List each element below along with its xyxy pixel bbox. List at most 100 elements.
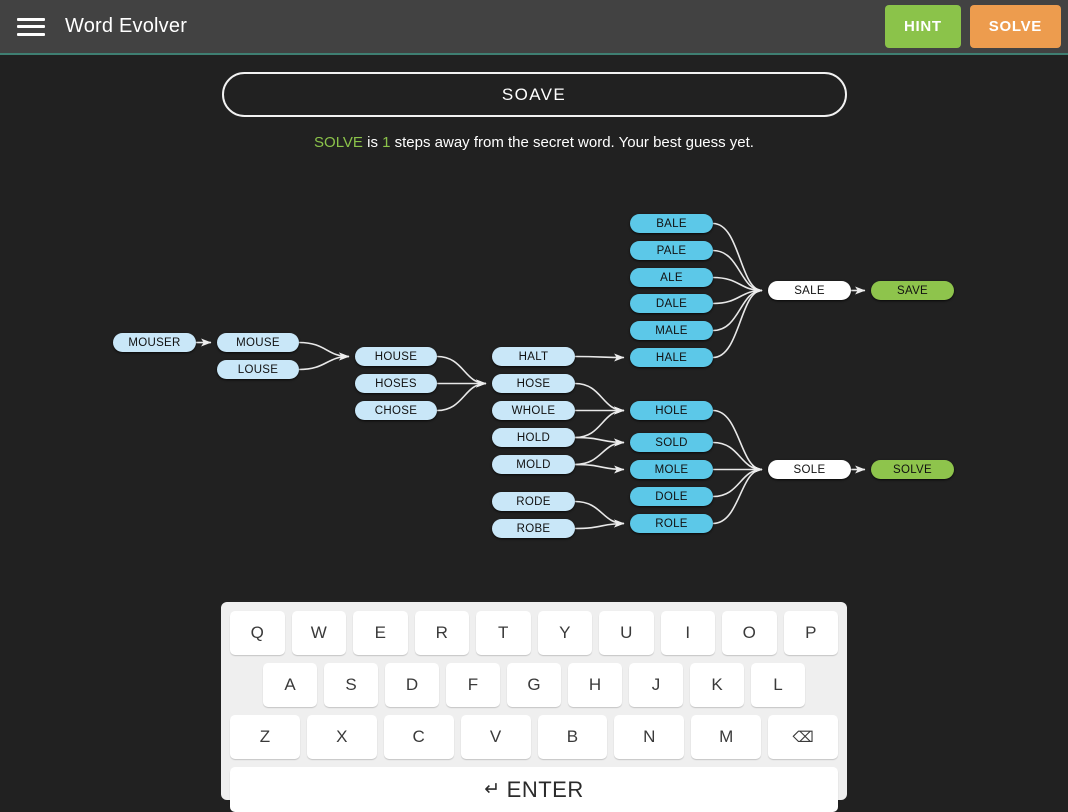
graph-edge-hold-to-hole: [574, 406, 625, 439]
graph-edge-mouse-to-house: [298, 341, 350, 361]
key-d[interactable]: D: [385, 663, 439, 707]
graph-node-sole[interactable]: SOLE: [768, 460, 851, 479]
current-guess-display[interactable]: SOAVE: [221, 72, 847, 117]
key-x[interactable]: X: [306, 715, 377, 759]
graph-node-rode[interactable]: RODE: [492, 492, 575, 511]
graph-edge-mold-to-mole: [574, 463, 625, 474]
graph-node-whole[interactable]: WHOLE: [492, 401, 575, 420]
graph-node-sale[interactable]: SALE: [768, 281, 851, 300]
graph-edge-sold-to-sole: [712, 441, 763, 474]
graph-node-male[interactable]: MALE: [630, 321, 713, 340]
menu-bar-1: [17, 17, 45, 21]
graph-node-role[interactable]: ROLE: [630, 514, 713, 533]
enter-key-label: ENTER: [506, 776, 584, 802]
graph-node-solve[interactable]: SOLVE: [871, 460, 954, 479]
graph-node-dale[interactable]: DALE: [630, 294, 713, 313]
key-k[interactable]: K: [690, 663, 744, 707]
graph-edge-house-to-hose: [436, 355, 487, 388]
graph-node-louse[interactable]: LOUSE: [217, 360, 299, 379]
backspace-icon[interactable]: ⌫: [768, 715, 838, 759]
key-a[interactable]: A: [263, 663, 317, 707]
key-j[interactable]: J: [629, 663, 683, 707]
graph-edge-mold-to-sold: [574, 438, 625, 466]
key-r[interactable]: R: [414, 611, 469, 655]
graph-node-hoses[interactable]: HOSES: [355, 374, 437, 393]
graph-node-ale[interactable]: ALE: [630, 268, 713, 287]
menu-bar-3: [17, 32, 45, 36]
graph-edge-hole-to-sole: [712, 409, 763, 474]
key-h[interactable]: H: [568, 663, 622, 707]
key-m[interactable]: M: [691, 715, 762, 759]
key-v[interactable]: V: [460, 715, 531, 759]
graph-edge-role-to-sole: [712, 465, 763, 525]
graph-node-pale[interactable]: PALE: [630, 241, 713, 260]
graph-node-bale[interactable]: BALE: [630, 214, 713, 233]
graph-node-hold[interactable]: HOLD: [492, 428, 575, 447]
graph-edge-layer: [196, 222, 866, 530]
graph-edge-rode-to-role: [574, 500, 625, 528]
solve-button[interactable]: SOLVE: [969, 5, 1061, 48]
enter-key[interactable]: ↵ENTER: [230, 767, 838, 812]
key-o[interactable]: O: [722, 611, 777, 655]
key-q[interactable]: Q: [230, 611, 285, 655]
app-bar-actions: HINT SOLVE: [884, 5, 1061, 48]
graph-edge-halt-to-hale: [574, 353, 625, 362]
graph-node-save[interactable]: SAVE: [871, 281, 954, 300]
graph-edge-chose-to-hose: [436, 379, 487, 412]
graph-node-mouse[interactable]: MOUSE: [217, 333, 299, 352]
key-y[interactable]: Y: [537, 611, 592, 655]
keyboard-row-4: ↵ENTER: [230, 767, 838, 812]
graph-node-chose[interactable]: CHOSE: [355, 401, 437, 420]
key-s[interactable]: S: [324, 663, 378, 707]
status-word: SOLVE: [314, 134, 363, 151]
graph-edge-bale-to-sale: [712, 222, 763, 295]
graph-edge-louse-to-house: [298, 352, 350, 371]
graph-node-mouser[interactable]: MOUSER: [113, 333, 196, 352]
key-i[interactable]: I: [660, 611, 715, 655]
graph-node-hose[interactable]: HOSE: [492, 374, 575, 393]
graph-node-mold[interactable]: MOLD: [492, 455, 575, 474]
graph-node-dole[interactable]: DOLE: [630, 487, 713, 506]
key-c[interactable]: C: [383, 715, 454, 759]
backspace-glyph: ⌫: [792, 729, 814, 746]
status-step-count: 1: [382, 134, 391, 151]
word-graph: MOUSER MOUSE LOUSE HOUSE HOSES CHOSE HALT HOSE W…: [0, 190, 1068, 560]
key-f[interactable]: F: [446, 663, 500, 707]
app-title: Word Evolver: [65, 15, 188, 37]
guess-section: SOAVE SOLVE is 1 steps away from the sec…: [0, 55, 1068, 151]
graph-edge-hose-to-hole: [574, 382, 625, 415]
key-g[interactable]: G: [507, 663, 561, 707]
key-n[interactable]: N: [614, 715, 685, 759]
key-t[interactable]: T: [476, 611, 531, 655]
graph-edge-hale-to-sale: [712, 286, 763, 359]
app-bar: Word Evolver HINT SOLVE: [0, 0, 1068, 55]
key-b[interactable]: B: [537, 715, 608, 759]
status-suffix: steps away from the secret word. Your be…: [390, 134, 754, 151]
graph-node-hale[interactable]: HALE: [630, 348, 713, 367]
graph-node-house[interactable]: HOUSE: [355, 347, 437, 366]
hamburger-menu-icon[interactable]: [17, 16, 47, 38]
key-l[interactable]: L: [751, 663, 805, 707]
key-w[interactable]: W: [291, 611, 346, 655]
key-z[interactable]: Z: [230, 715, 300, 759]
key-e[interactable]: E: [353, 611, 408, 655]
menu-bar-2: [17, 25, 45, 28]
graph-node-halt[interactable]: HALT: [492, 347, 575, 366]
key-p[interactable]: P: [783, 611, 838, 655]
status-message: SOLVE is 1 steps away from the secret wo…: [314, 134, 754, 151]
enter-arrow-icon: ↵: [484, 779, 501, 800]
graph-edge-male-to-sale: [712, 286, 763, 332]
graph-node-mole[interactable]: MOLE: [630, 460, 713, 479]
graph-node-hole[interactable]: HOLE: [630, 401, 713, 420]
graph-edge-robe-to-role: [574, 519, 625, 530]
graph-node-sold[interactable]: SOLD: [630, 433, 713, 452]
graph-edge-pale-to-sale: [712, 249, 763, 295]
key-u[interactable]: U: [599, 611, 654, 655]
graph-node-robe[interactable]: ROBE: [492, 519, 575, 538]
hint-button[interactable]: HINT: [884, 5, 961, 48]
status-mid: is: [362, 134, 383, 151]
